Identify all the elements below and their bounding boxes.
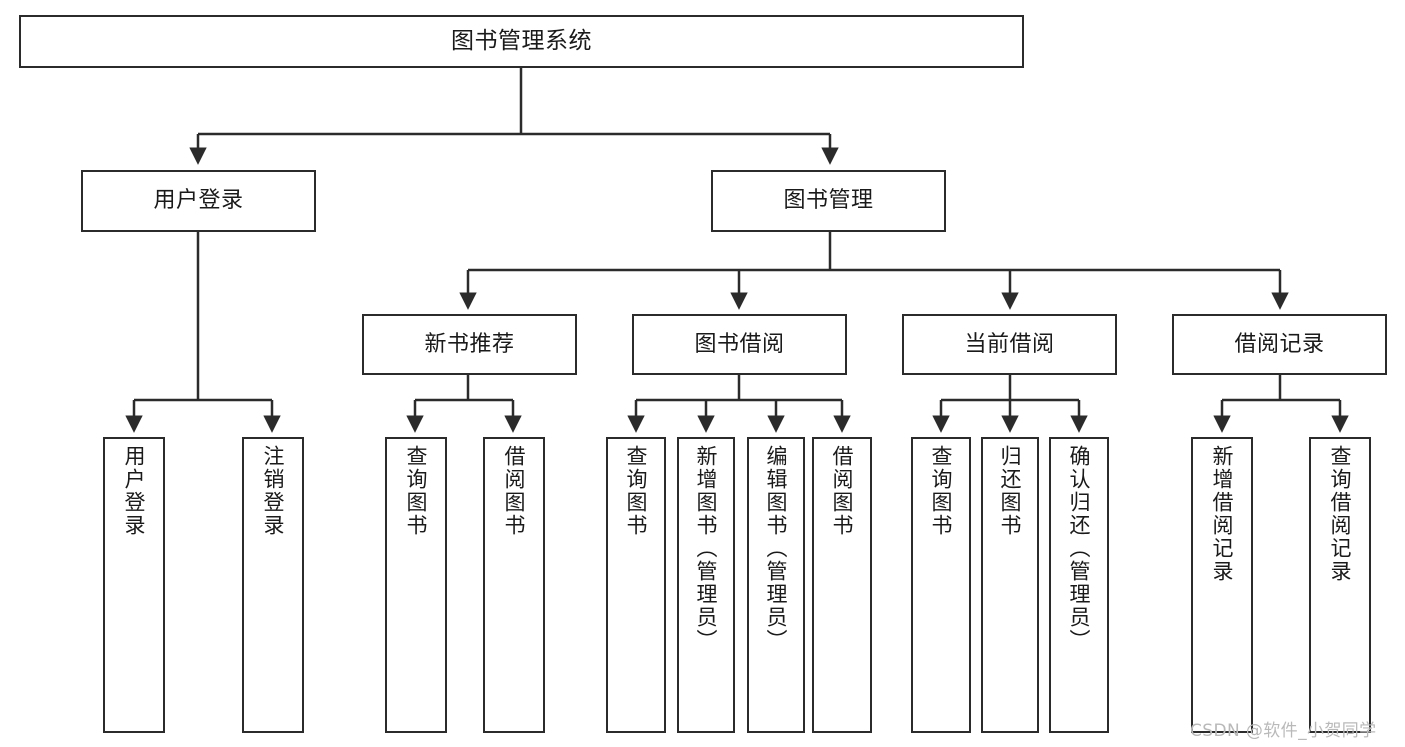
node-label: 新书推荐	[424, 331, 515, 357]
node-label: 新增借阅记录	[1210, 445, 1235, 583]
node-label: 注销登录	[261, 445, 286, 537]
node-label: 图书管理	[783, 188, 874, 214]
node-user-login[interactable]: 用户登录	[81, 170, 316, 232]
node-label: 用户登录	[153, 188, 244, 214]
node-label: 查询图书	[404, 445, 429, 537]
leaf-borrow-books-borrow[interactable]: 借阅图书	[812, 437, 872, 733]
leaf-borrow-books-newbook[interactable]: 借阅图书	[483, 437, 545, 733]
leaf-edit-book-admin[interactable]: 编辑图书（管理员）	[747, 437, 805, 733]
node-label: 用户登录	[122, 445, 147, 537]
node-book-management[interactable]: 图书管理	[711, 170, 946, 232]
node-root-book-management-system[interactable]: 图书管理系统	[19, 15, 1024, 68]
leaf-query-books-newbook[interactable]: 查询图书	[385, 437, 447, 733]
node-label: 图书借阅	[694, 331, 785, 357]
node-label: 归还图书	[998, 445, 1023, 537]
node-label: 查询图书	[929, 445, 954, 537]
leaf-user-login[interactable]: 用户登录	[103, 437, 165, 733]
leaf-query-books-current[interactable]: 查询图书	[911, 437, 971, 733]
leaf-logout[interactable]: 注销登录	[242, 437, 304, 733]
leaf-query-borrow-record[interactable]: 查询借阅记录	[1309, 437, 1371, 733]
leaf-query-books-borrow[interactable]: 查询图书	[606, 437, 666, 733]
node-label: 编辑图书（管理员）	[764, 445, 789, 652]
node-label: 当前借阅	[964, 331, 1055, 357]
node-label: 借阅图书	[502, 445, 527, 537]
node-label: 借阅图书	[830, 445, 855, 537]
node-label: 图书管理系统	[451, 27, 592, 54]
node-book-borrowing[interactable]: 图书借阅	[632, 314, 847, 375]
csdn-watermark: CSDN @软件_小贺同学	[1190, 721, 1377, 741]
leaf-return-books[interactable]: 归还图书	[981, 437, 1039, 733]
node-current-borrowing[interactable]: 当前借阅	[902, 314, 1117, 375]
leaf-add-borrow-record[interactable]: 新增借阅记录	[1191, 437, 1253, 733]
leaf-add-book-admin[interactable]: 新增图书（管理员）	[677, 437, 735, 733]
node-label: 查询借阅记录	[1328, 445, 1353, 583]
node-label: 确认归还（管理员）	[1067, 445, 1092, 652]
node-new-book-recommendation[interactable]: 新书推荐	[362, 314, 577, 375]
node-label: 新增图书（管理员）	[694, 445, 719, 652]
node-borrowing-records[interactable]: 借阅记录	[1172, 314, 1387, 375]
node-label: 借阅记录	[1234, 331, 1325, 357]
node-label: 查询图书	[624, 445, 649, 537]
leaf-confirm-return-admin[interactable]: 确认归还（管理员）	[1049, 437, 1109, 733]
